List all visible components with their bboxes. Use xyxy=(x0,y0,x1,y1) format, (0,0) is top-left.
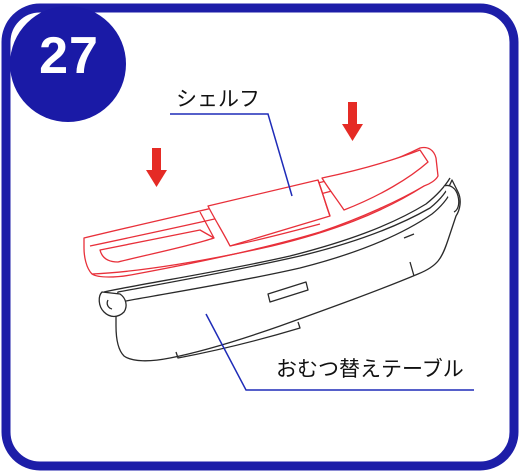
down-arrow-icon xyxy=(342,102,363,141)
changing-table-label: おむつ替えテーブル xyxy=(276,357,464,381)
shelf-illustration xyxy=(83,146,439,278)
callout-leaders xyxy=(170,113,474,391)
step-number: 27 xyxy=(39,27,99,85)
shelf-label: シェルフ xyxy=(176,87,260,111)
step-badge xyxy=(10,6,126,122)
down-arrow-icon xyxy=(146,148,167,187)
changing-table-illustration xyxy=(98,177,461,362)
